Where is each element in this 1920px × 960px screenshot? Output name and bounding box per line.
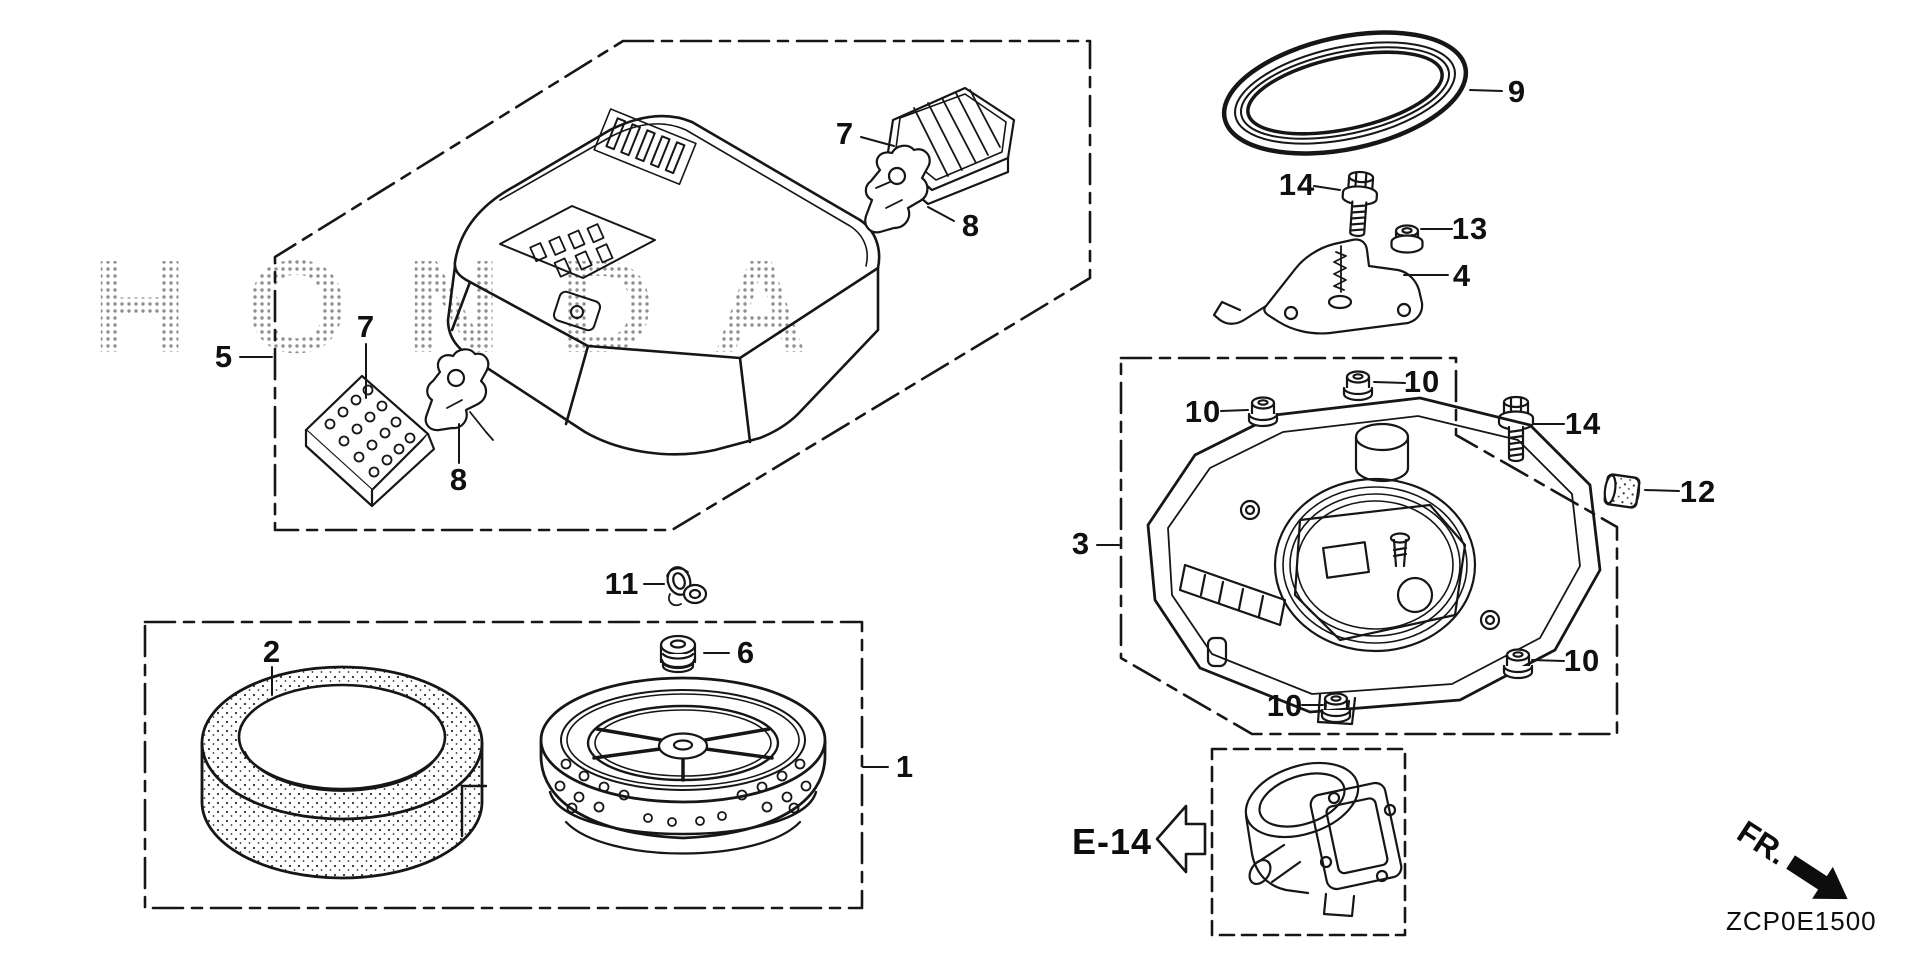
flange-bolt-part-14-right (1497, 395, 1535, 463)
callout-8-left: 8 (449, 462, 469, 497)
callout-8-top: 8 (961, 208, 981, 243)
e14-reference-boundary (1210, 747, 1407, 937)
leader-lines (239, 89, 1680, 768)
callout-10-a: 10 (1184, 394, 1222, 429)
callout-4: 4 (1452, 258, 1472, 293)
callout-1: 1 (895, 749, 915, 784)
e14-reference-label: E-14 (1071, 821, 1153, 862)
callout-10-c: 10 (1563, 643, 1601, 678)
fr-direction-marker: FR. (1731, 813, 1848, 900)
callout-13: 13 (1451, 211, 1489, 246)
callout-12: 12 (1679, 474, 1717, 509)
e14-elbow-part (1244, 761, 1403, 918)
grommet-part-10-b (1342, 370, 1374, 402)
callout-7-top: 7 (835, 116, 855, 151)
callout-6: 6 (736, 635, 756, 670)
callout-11: 11 (604, 566, 640, 601)
louver-part-7-left (304, 374, 436, 508)
grommet-part-6 (659, 634, 697, 674)
clip-part-11 (666, 566, 708, 607)
callout-14-top: 14 (1278, 167, 1316, 202)
callout-10-b: 10 (1403, 364, 1441, 399)
air-cleaner-cover-part-5 (446, 108, 881, 456)
cover-latch (552, 290, 602, 332)
callout-14-right: 14 (1564, 406, 1602, 441)
e14-arrow-icon (1155, 804, 1207, 874)
flange-nut-part-13 (1390, 224, 1424, 254)
foam-filter-part-2 (200, 665, 488, 880)
cover-louver-slats (593, 108, 697, 186)
flange-bolt-part-14-top (1338, 169, 1380, 239)
tube-part-12 (1603, 473, 1641, 509)
callout-5: 5 (214, 339, 234, 374)
callout-2: 2 (262, 634, 282, 669)
clip-part-8-left (424, 348, 494, 441)
callout-7-left: 7 (356, 309, 376, 344)
callout-3: 3 (1071, 526, 1091, 561)
housing-group-boundary (1119, 356, 1619, 736)
callout-10-d: 10 (1266, 688, 1304, 723)
cover-group-boundary (273, 39, 1092, 532)
diagram-code: ZCP0E1500 (1726, 906, 1877, 936)
clip-part-8-top (864, 144, 931, 234)
filter-group-boundary (143, 620, 864, 910)
grommet-part-10-a (1247, 396, 1279, 428)
bracket-part-4 (1212, 238, 1424, 335)
callout-9: 9 (1507, 74, 1527, 109)
fr-label: FR. (1731, 813, 1794, 871)
air-filter-part-1 (539, 676, 827, 855)
o-ring-part-9 (1221, 30, 1469, 156)
air-cleaner-housing-part-3 (1146, 396, 1602, 726)
fr-arrow-icon (1786, 855, 1848, 900)
